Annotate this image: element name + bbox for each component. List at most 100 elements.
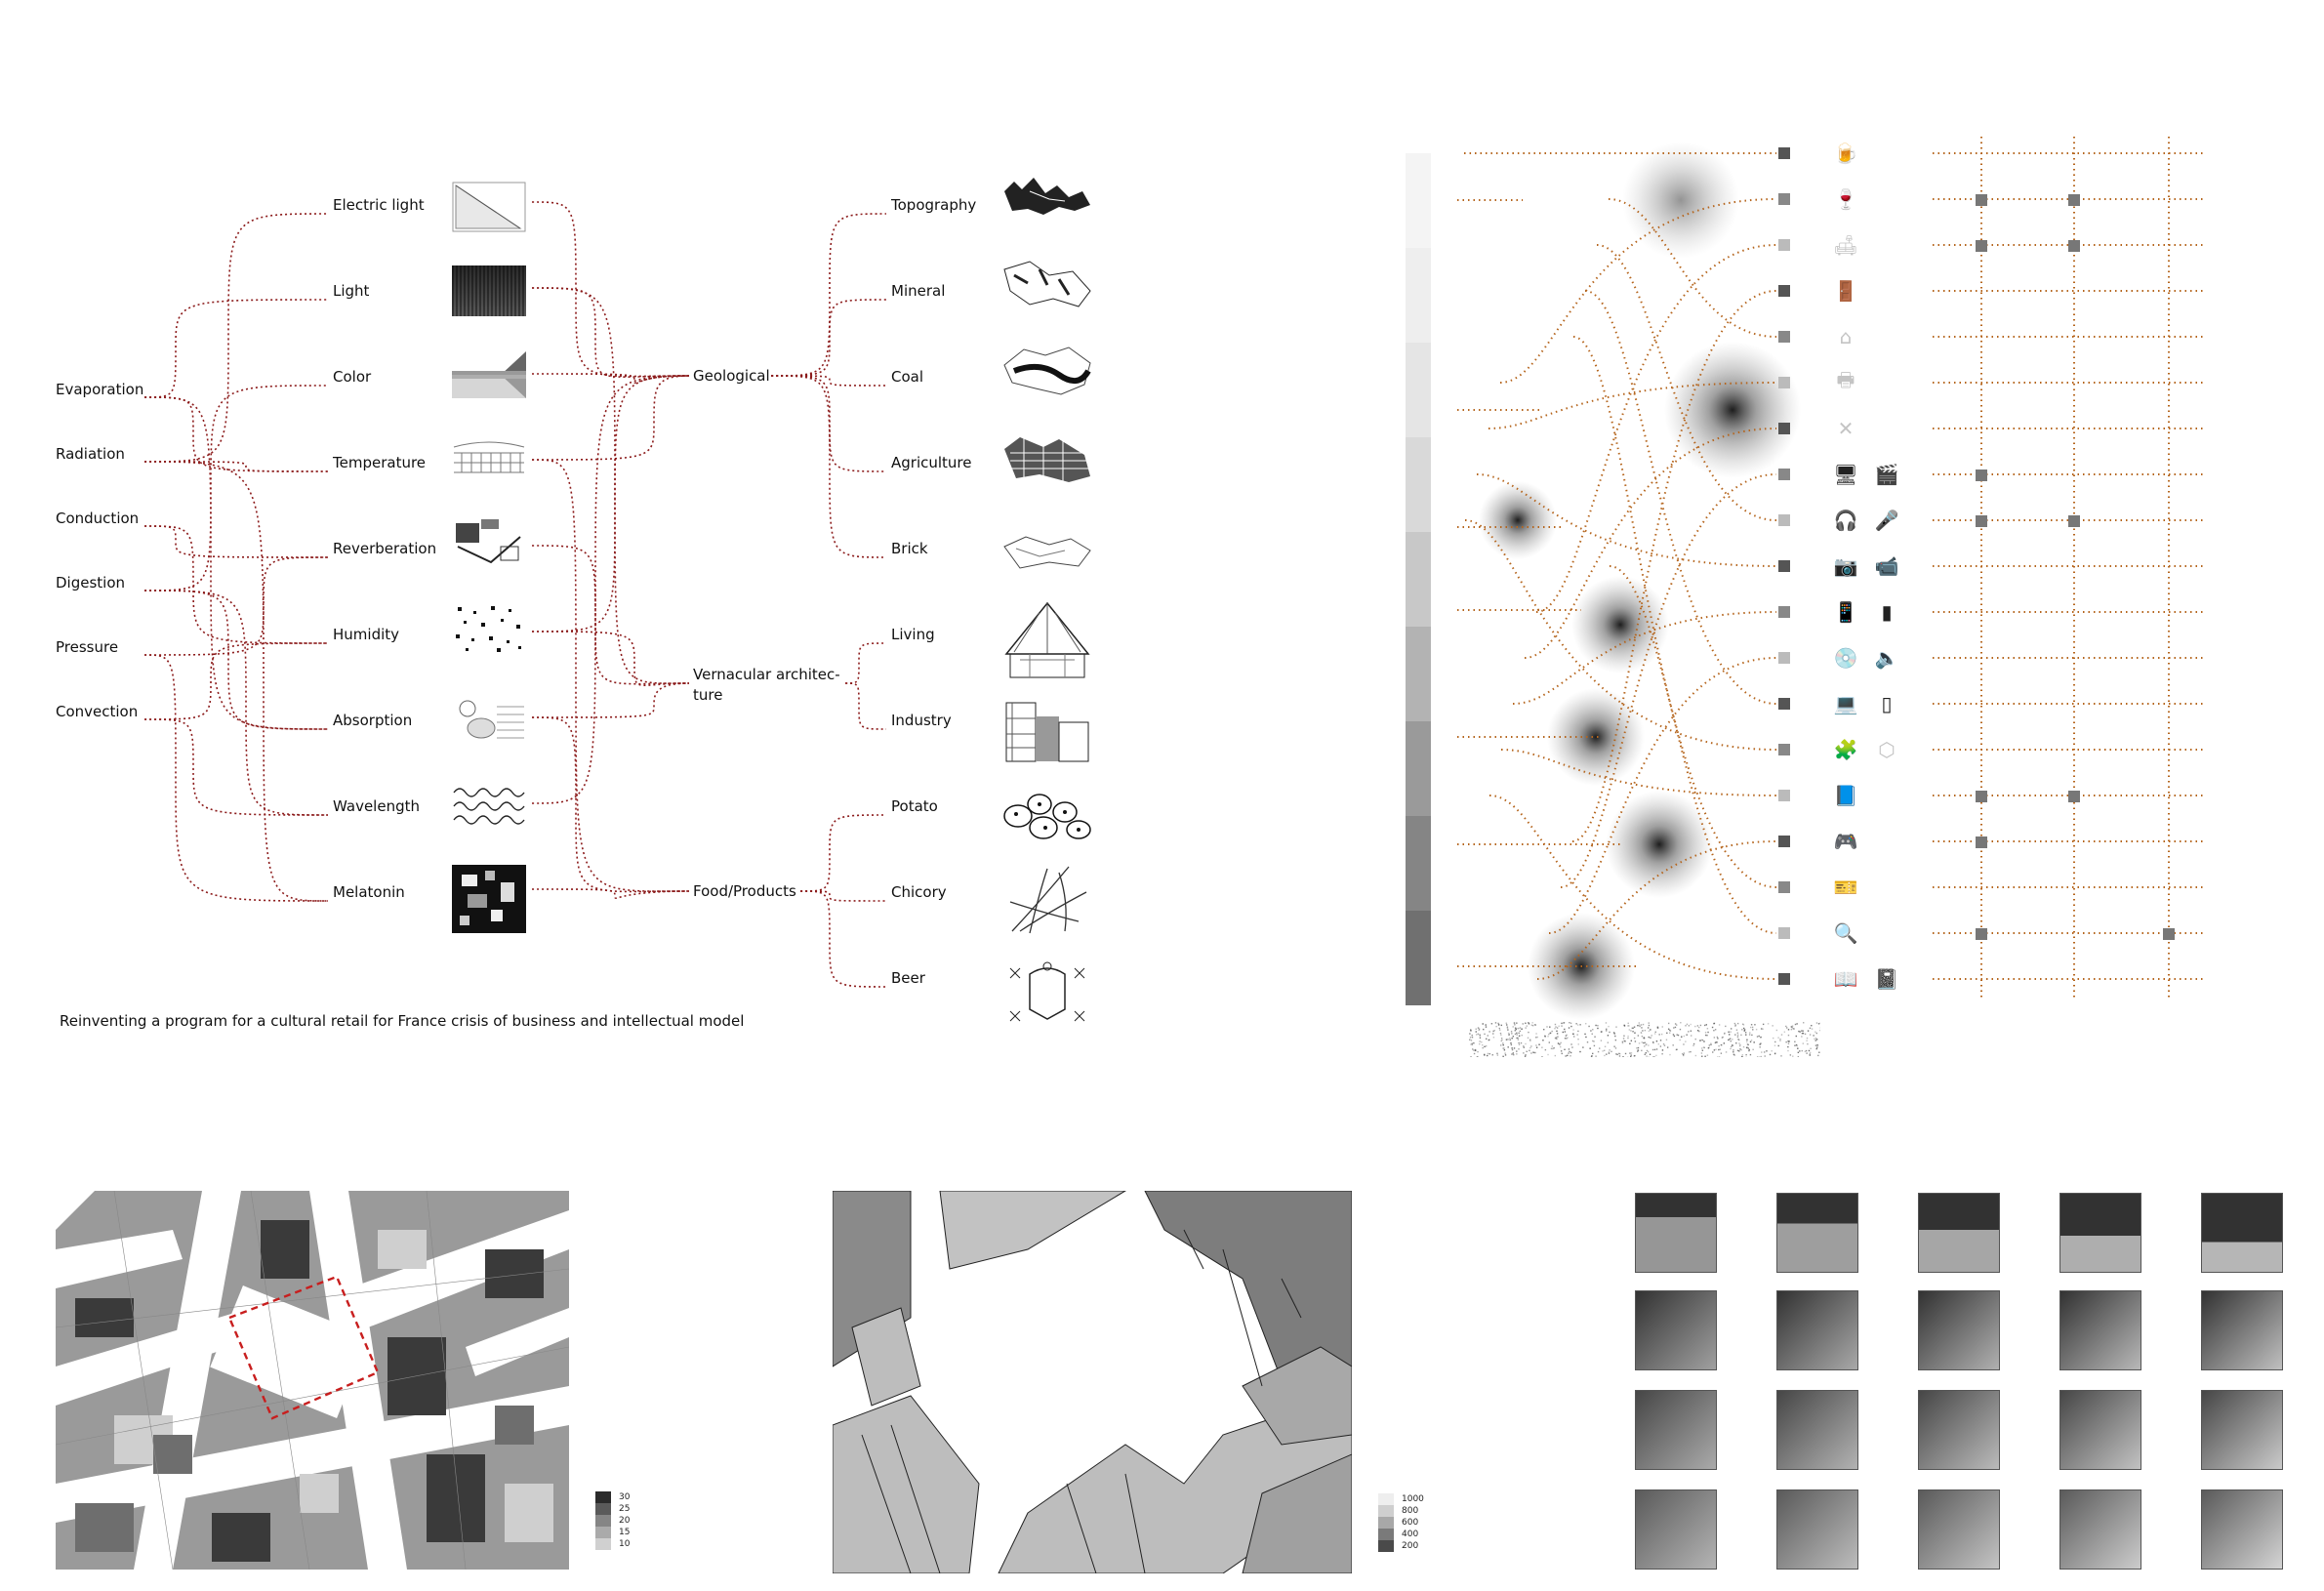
noise-dot (1488, 1052, 1490, 1055)
noise-dot (1699, 1024, 1702, 1027)
noise-dot (1783, 1031, 1786, 1033)
noise-dot (1760, 1042, 1762, 1044)
noise-dot (1564, 1038, 1567, 1040)
noise-dot (1717, 1056, 1719, 1057)
noise-dot (1677, 1034, 1680, 1037)
noise-dot (1633, 1055, 1635, 1057)
noise-dot (1780, 1055, 1782, 1057)
noise-dot (1815, 1022, 1818, 1024)
noise-dot (1559, 1043, 1561, 1045)
noise-dot (1683, 1052, 1685, 1054)
noise-dot (1604, 1054, 1606, 1057)
row-marker-6 (1778, 423, 1790, 434)
noise-dot (1512, 1036, 1514, 1038)
connector-36 (799, 890, 887, 902)
noise-dot (1535, 1044, 1537, 1046)
noise-dot (1477, 1033, 1480, 1036)
noise-dot (1719, 1048, 1722, 1050)
noise-dot (1659, 1045, 1662, 1047)
noise-dot (1745, 1046, 1748, 1049)
noise-dot (1794, 1023, 1797, 1026)
noise-dot (1642, 1030, 1644, 1032)
row-marker-11 (1778, 652, 1790, 664)
noise-dot (1772, 1025, 1774, 1027)
noise-dot (1572, 1036, 1575, 1038)
noise-dot (1613, 1033, 1615, 1035)
noise-dot (1645, 1043, 1647, 1046)
noise-dot (1802, 1042, 1804, 1044)
noise-dot (1516, 1032, 1518, 1035)
noise-dot (1544, 1035, 1546, 1038)
noise-dot (1503, 1049, 1506, 1051)
noise-dot (1518, 1043, 1521, 1045)
noise-dot (1557, 1042, 1560, 1044)
noise-dot (1703, 1046, 1705, 1049)
noise-dot (1486, 1038, 1488, 1040)
noise-dot (1492, 1030, 1494, 1033)
noise-dot (1675, 1048, 1678, 1051)
noise-dot (1707, 1047, 1710, 1049)
legend2-label-200: 200 (1402, 1541, 1419, 1551)
noise-dot (1674, 1026, 1677, 1029)
urban-map-detail (833, 1191, 1352, 1573)
noise-dot (1630, 1030, 1632, 1032)
noise-dot (1507, 1039, 1509, 1040)
noise-dot (1647, 1050, 1650, 1053)
noise-dot (1590, 1056, 1593, 1057)
noise-dot (1492, 1037, 1495, 1039)
noise-dot (1503, 1047, 1505, 1049)
noise-dot (1813, 1035, 1814, 1037)
noise-dot (1741, 1029, 1743, 1031)
noise-dot (1746, 1043, 1749, 1045)
label-brick: Brick (891, 540, 928, 557)
noise-dot (1477, 1055, 1479, 1057)
noise-dot (1779, 1038, 1781, 1040)
puzzle-icon: 🧩 (1833, 738, 1858, 761)
noise-dot (1720, 1043, 1723, 1046)
microphone-icon: 🎤 (1874, 509, 1899, 532)
noise-dot (1809, 1053, 1811, 1055)
noise-dot (1761, 1051, 1763, 1053)
noise-dot (1744, 1032, 1747, 1034)
noise-dot (1570, 1043, 1572, 1045)
noise-dot (1712, 1051, 1714, 1053)
noise-dot (1725, 1025, 1727, 1028)
noise-dot (1704, 1055, 1706, 1057)
noise-dot (1488, 1031, 1490, 1033)
noise-dot (1740, 1034, 1742, 1037)
noise-dot (1594, 1036, 1596, 1038)
connector-15 (531, 201, 690, 378)
noise-dot (1518, 1032, 1520, 1035)
thumb-electric-light (452, 182, 526, 232)
noise-dot (1484, 1053, 1486, 1056)
noise-dot (1745, 1034, 1747, 1036)
noise-dot (1713, 1022, 1715, 1025)
flow-line-7 (1560, 473, 1777, 888)
noise-dot (1801, 1036, 1803, 1038)
noise-dot (1643, 1037, 1646, 1039)
noise-dot (1593, 1040, 1595, 1042)
noise-dot (1484, 1045, 1486, 1048)
noise-dot (1808, 1049, 1811, 1052)
noise-dot (1817, 1023, 1820, 1025)
noise-dot (1509, 1037, 1511, 1040)
noise-dot (1641, 1041, 1643, 1043)
noise-dot (1644, 1045, 1646, 1047)
noise-dot (1607, 1041, 1610, 1043)
connector-27 (531, 888, 690, 899)
noise-dot (1752, 1048, 1754, 1051)
noise-dot (1814, 1038, 1817, 1040)
noise-dot (1528, 1022, 1529, 1024)
label-melatonin: Melatonin (333, 883, 405, 901)
noise-dot (1749, 1026, 1752, 1029)
noise-dot (1701, 1055, 1703, 1057)
grid-mark-3 (2068, 240, 2080, 252)
noise-dot (1743, 1030, 1745, 1032)
grid-mark-6 (2068, 515, 2080, 527)
noise-dot (1474, 1049, 1477, 1052)
noise-dot (1729, 1038, 1731, 1040)
noise-dot (1547, 1053, 1549, 1056)
noise-dot (1658, 1034, 1660, 1036)
noise-dot (1637, 1050, 1639, 1052)
blur-tile-r2-c5 (2201, 1290, 2283, 1370)
